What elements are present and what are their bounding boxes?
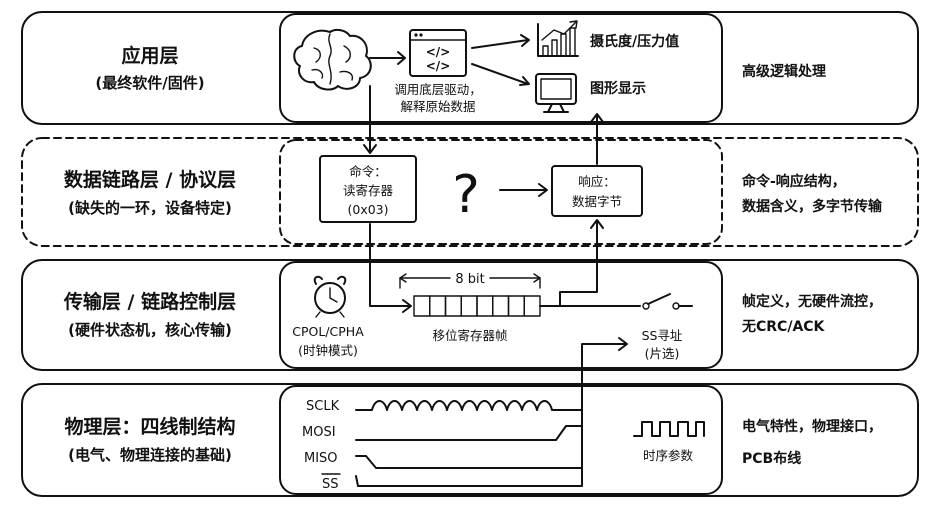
arrow (471, 63, 529, 85)
layer-subtitle: (缺失的一环，设备特定) (68, 199, 232, 217)
arrow-head (590, 113, 604, 123)
arrow-head (538, 183, 548, 197)
layer-description: 电气特性，物理接口， (742, 418, 882, 435)
signal-label-ss: SS (322, 477, 339, 492)
layer-description: 高级逻辑处理 (742, 63, 826, 80)
protocol-center-panel (279, 139, 723, 245)
signal-label-sclk: SCLK (306, 399, 340, 414)
brain-icon (293, 28, 372, 91)
response-box (551, 165, 643, 217)
layer-title: 物理层：四线制结构 (64, 415, 235, 438)
frame-cell (492, 295, 510, 317)
timing-caption: 时序参数 (643, 448, 694, 463)
ss-label: SS寻址 (642, 328, 683, 343)
layer-description: 帧定义，无硬件流控， (742, 293, 882, 310)
svg-text:</>: </> (426, 45, 451, 59)
layer-title: 应用层 (121, 44, 178, 67)
command-box-label: 命令： (349, 164, 387, 179)
frame-cell (413, 295, 431, 317)
shift-register-frame (413, 295, 541, 317)
layer-title: 传输层 / 链路控制层 (63, 290, 236, 313)
arrow-head (520, 34, 530, 47)
application-layer-box (21, 11, 919, 125)
frame-cell (444, 295, 462, 317)
arrow-head (402, 299, 412, 313)
layer-description: 无CRC/ACK (741, 319, 826, 335)
frame-cell (460, 295, 478, 317)
frame-cell (523, 295, 541, 317)
arrow-head (519, 76, 530, 86)
switch-icon (642, 293, 693, 310)
arrow (471, 39, 529, 49)
arrow-head (618, 337, 628, 351)
app-output-label: 摄氏度/压力值 (590, 33, 679, 50)
command-box (319, 155, 417, 223)
frame-cell (429, 295, 447, 317)
frame-cell (476, 295, 494, 317)
arrow (539, 221, 598, 307)
bar-chart-icon (537, 20, 579, 57)
clock-mode-label: (时钟模式) (298, 343, 358, 358)
timing-pulse-icon (633, 421, 705, 437)
bit-width-bracket (399, 273, 541, 283)
response-box-label: 数据字节 (572, 194, 622, 209)
layer-description: 数据含义，多字节传输 (742, 198, 883, 215)
frame-caption: 移位寄存器帧 (432, 328, 507, 343)
signal-label-mosi: MOSI (302, 425, 336, 440)
app-output-label: 图形显示 (590, 80, 646, 97)
layer-title: 数据链路层 / 协议层 (64, 168, 236, 191)
layer-description: 命令-响应结构， (741, 173, 846, 190)
layer-description: PCB布线 (742, 450, 801, 467)
frame-cell (507, 295, 525, 317)
miso-waveform (355, 455, 583, 469)
bit-width-bracket (399, 277, 541, 289)
monitor-icon (535, 73, 577, 113)
inner-panels (279, 13, 723, 495)
protocol-layer-box (21, 137, 919, 247)
layer-frames (21, 11, 919, 497)
ss-waveform (355, 403, 583, 487)
arrow-head (363, 144, 377, 154)
layer-subtitle: (最终软件/固件) (95, 74, 204, 92)
physical-center-panel (279, 385, 723, 495)
response-box-label: 响应： (578, 174, 616, 189)
driver-caption: 解释原始数据 (400, 99, 475, 114)
command-box-label: (0x03) (347, 202, 388, 217)
transport-center-panel (279, 261, 723, 369)
driver-caption: 调用底层驱动， (394, 82, 482, 97)
command-box-label: 读寄存器 (343, 183, 394, 198)
frame-width-label: 8 bit (455, 272, 484, 287)
arrow-head (397, 51, 406, 65)
signal-label-miso: MISO (304, 451, 338, 466)
ss-label: (片选) (645, 346, 680, 361)
layer-subtitle: (硬件状态机，核心传输) (68, 321, 232, 339)
mosi-waveform (355, 425, 583, 441)
transport-layer-box (21, 259, 919, 371)
code-window-icon: </> </> (409, 29, 467, 77)
svg-text:</>: </> (426, 59, 451, 73)
alarm-clock-icon (313, 275, 347, 318)
unknown-symbol: ? (452, 165, 480, 225)
layer-subtitle: (电气、物理连接的基础) (68, 446, 232, 464)
arrow (369, 223, 411, 307)
arrow (581, 343, 627, 405)
arrow-head (590, 219, 604, 229)
clock-mode-label: CPOL/CPHA (292, 324, 364, 339)
sclk-waveform (355, 400, 583, 411)
physical-layer-box (21, 383, 919, 497)
application-center-panel (279, 13, 723, 123)
